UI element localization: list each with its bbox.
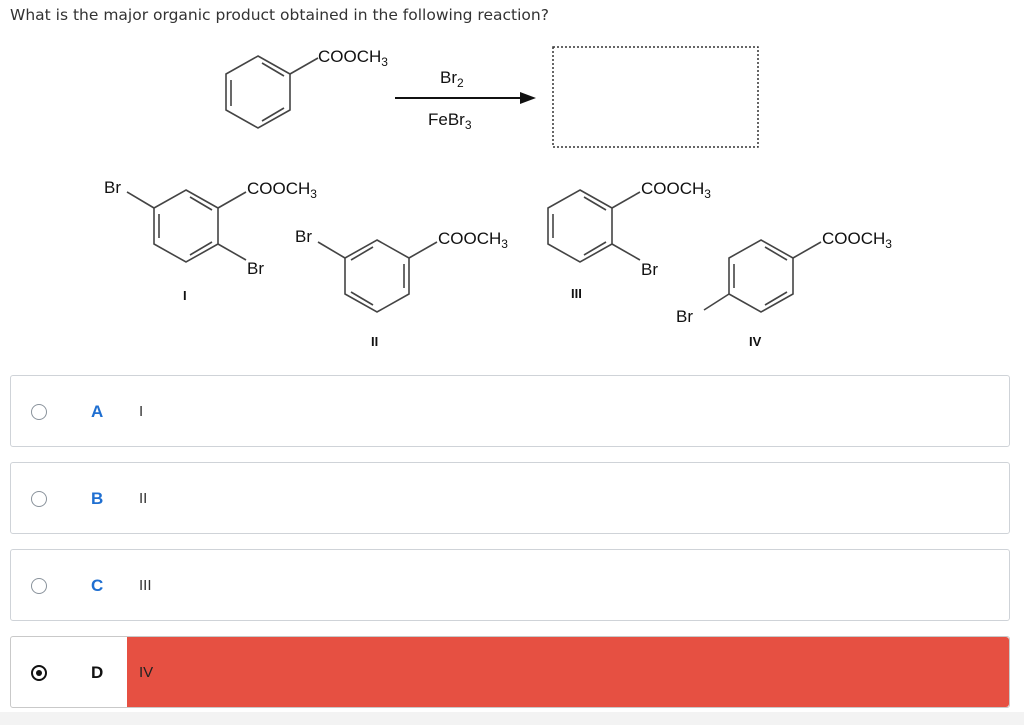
candidate-1-numeral: I [183, 288, 187, 303]
candidate-4-label-br: Br [676, 307, 693, 326]
start-substituent: COOCH3 [318, 47, 388, 69]
option-b-answer: II [139, 490, 148, 507]
option-b[interactable]: B II [10, 462, 1010, 534]
question-text: What is the major organic product obtain… [10, 6, 549, 24]
option-d-answer: IV [139, 664, 154, 681]
candidate-structure-2 [317, 239, 438, 313]
option-a-answer: I [139, 403, 144, 420]
option-a-letter: A [91, 402, 104, 421]
candidate-structure-4 [703, 239, 822, 313]
candidate-4-numeral: IV [749, 334, 762, 349]
arrow-head-icon [520, 92, 536, 104]
starting-material [225, 55, 319, 129]
candidate-1-label-br1: Br [104, 178, 121, 197]
reaction-scheme: COOCH3 Br2 FeBr3 Br COOCH3 Br I Br COOCH… [104, 46, 892, 349]
option-c[interactable]: C III [10, 549, 1010, 621]
candidate-structure-1 [126, 189, 247, 263]
option-c-radio[interactable] [31, 578, 47, 594]
candidate-1-label-ester: COOCH3 [247, 179, 317, 201]
candidate-2-label-br: Br [295, 227, 312, 246]
candidate-2-label-ester: COOCH3 [438, 229, 508, 251]
option-c-letter: C [91, 576, 104, 595]
reagent-top: Br2 [440, 68, 464, 90]
option-d[interactable]: D IV [10, 636, 1010, 708]
option-d-selected-fill [127, 637, 1009, 707]
option-a-radio[interactable] [31, 404, 47, 420]
option-d-radio[interactable] [31, 665, 47, 681]
candidate-2-numeral: II [371, 334, 378, 349]
candidate-3-label-br: Br [641, 260, 658, 279]
option-b-letter: B [91, 489, 104, 508]
option-a[interactable]: A I [10, 375, 1010, 447]
candidate-structure-3 [547, 189, 641, 263]
option-b-radio[interactable] [31, 491, 47, 507]
option-d-letter: D [91, 663, 104, 682]
bottom-strip [0, 712, 1024, 725]
candidate-4-label-ester: COOCH3 [822, 229, 892, 251]
product-answer-box [552, 46, 759, 148]
candidate-3-label-ester: COOCH3 [641, 179, 711, 201]
candidate-3-numeral: III [571, 286, 582, 301]
candidate-1-label-br2: Br [247, 259, 264, 278]
reagent-bottom: FeBr3 [428, 110, 472, 132]
option-c-answer: III [139, 577, 152, 594]
